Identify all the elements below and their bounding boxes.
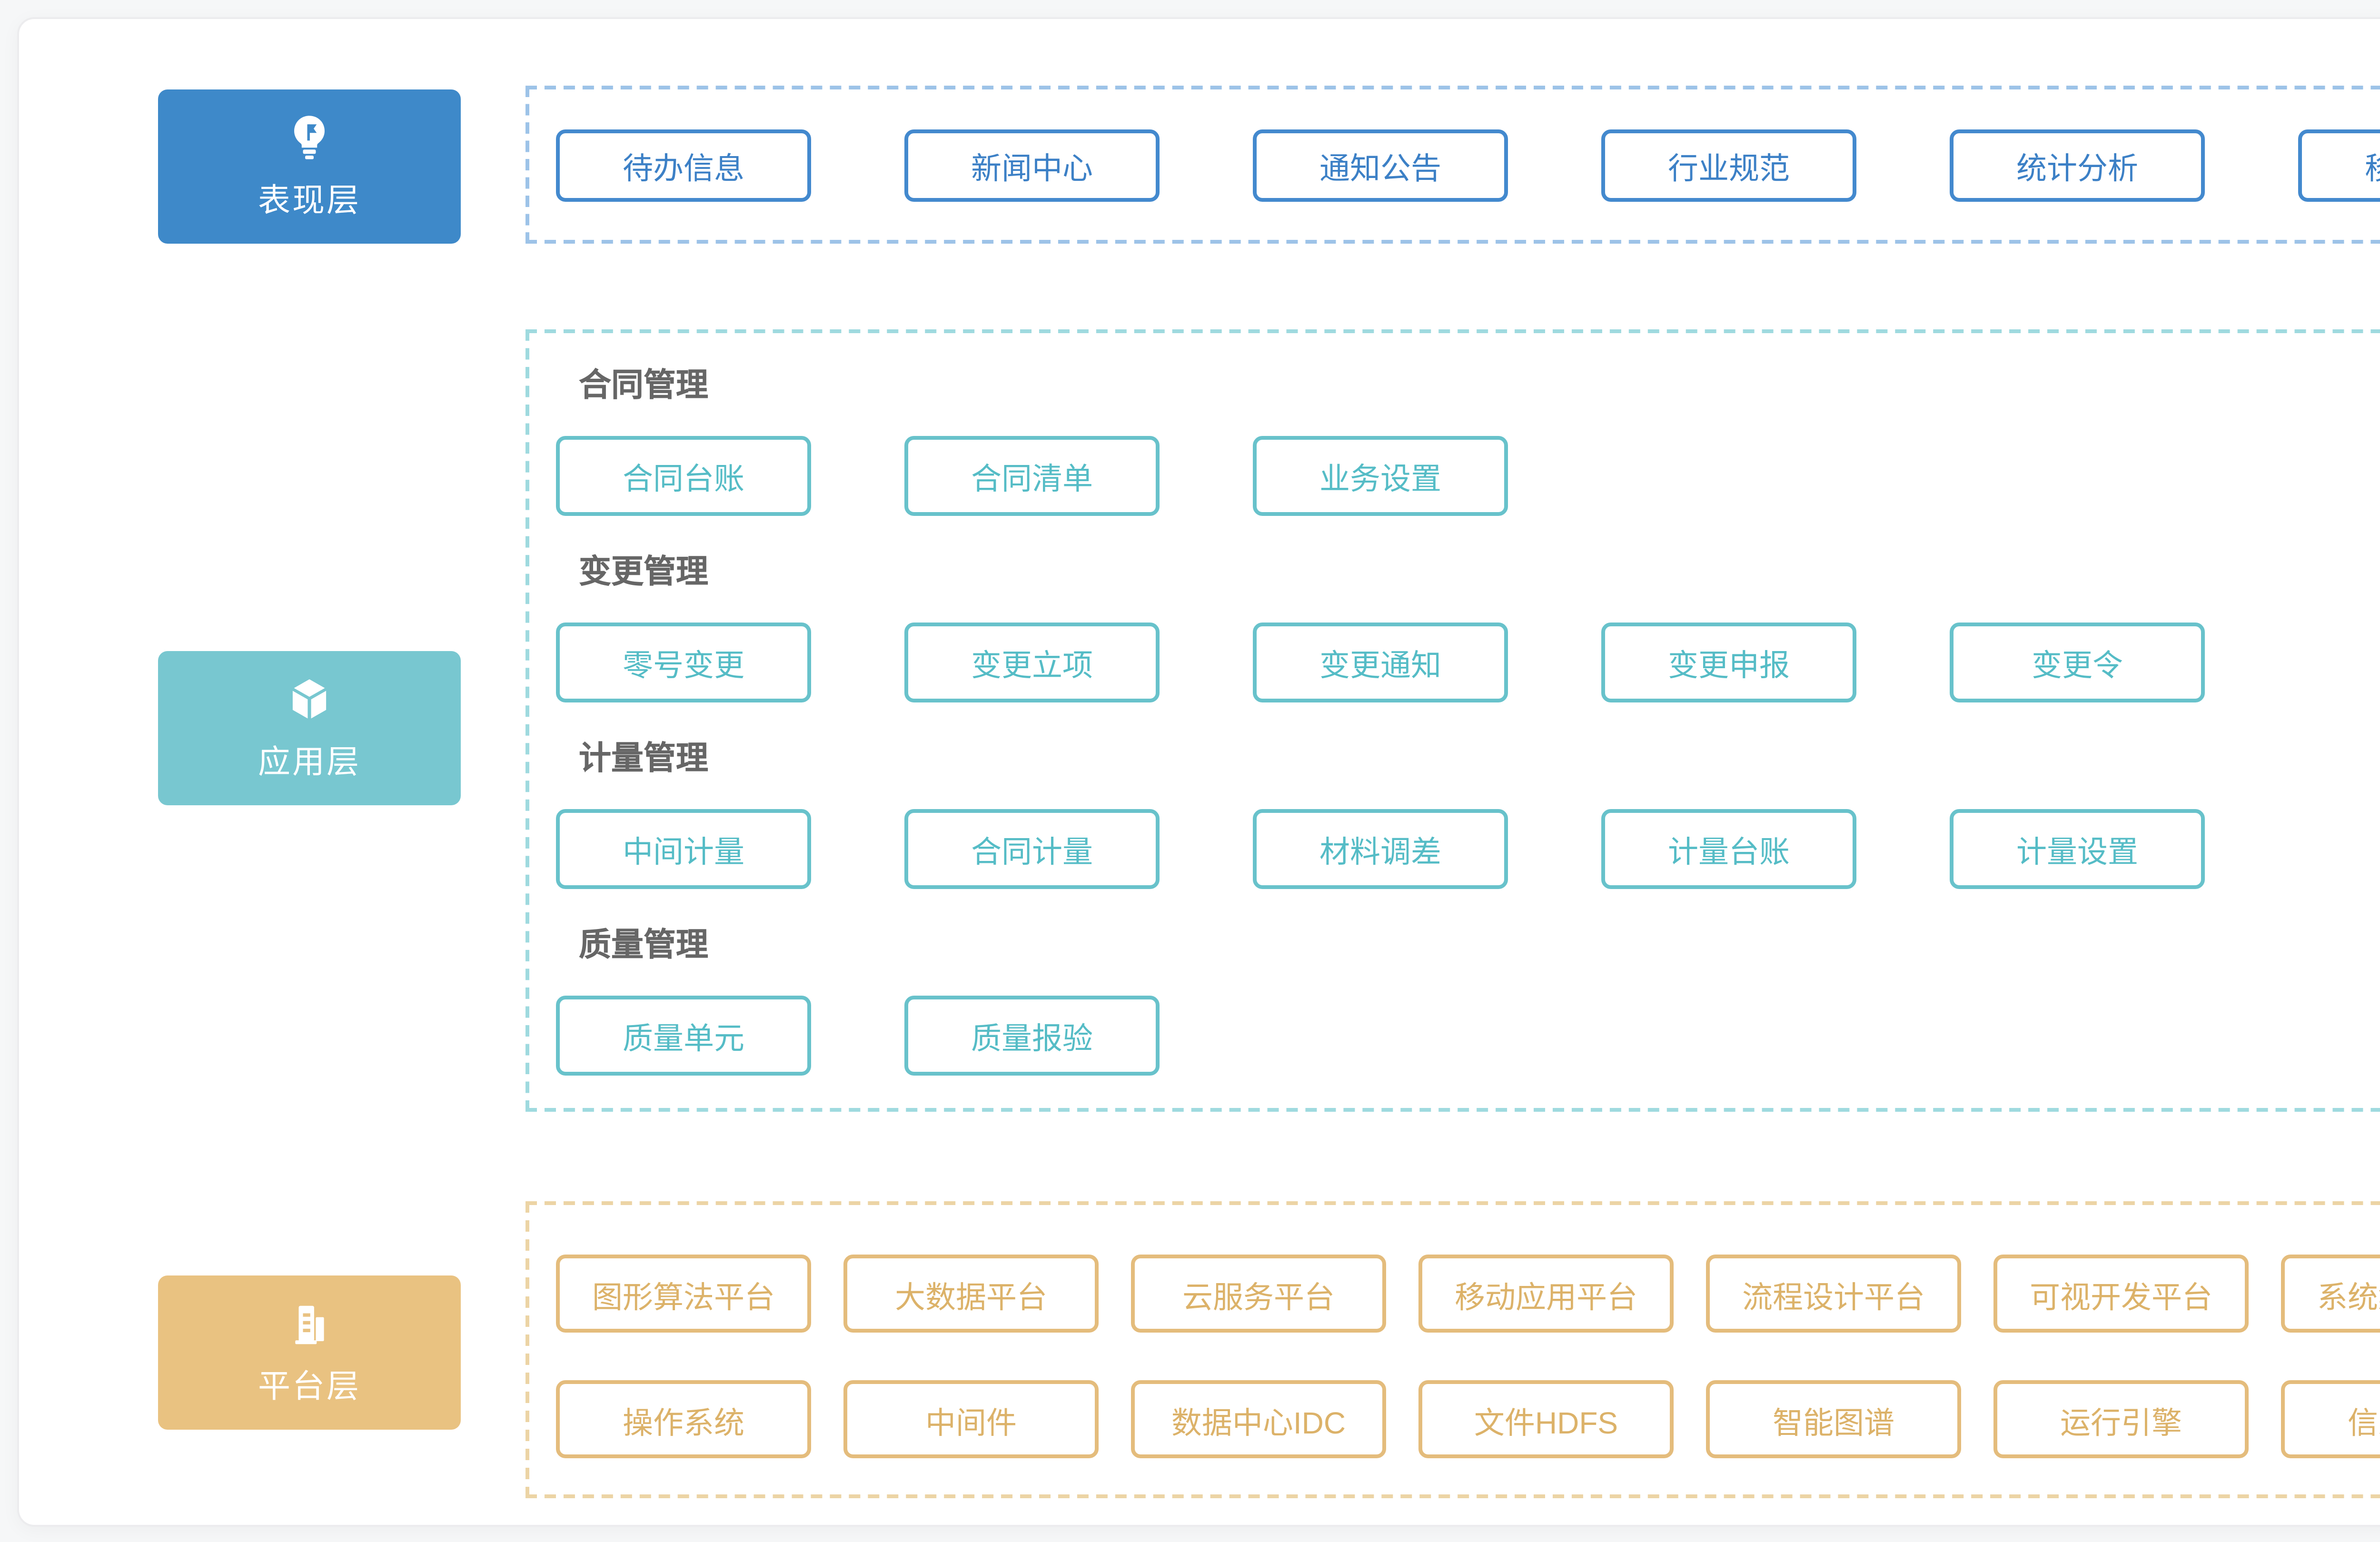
platform-module-button[interactable]: 图形算法平台: [556, 1255, 811, 1333]
platform-module-button[interactable]: 云服务平台: [1131, 1255, 1386, 1333]
platform-row-2: 操作系统 中间件 数据中心IDC 文件HDFS 智能图谱 运行引擎 信息安全: [556, 1380, 2380, 1458]
platform-module-button[interactable]: 文件HDFS: [1418, 1380, 1674, 1458]
application-module-button[interactable]: 质量单元: [556, 996, 811, 1076]
presentation-modules-container: 待办信息 新闻中心 通知公告 行业规范 统计分析 移动应用: [526, 86, 2380, 244]
diagram-card: 表现层 应用层 平台层: [17, 17, 2380, 1527]
presentation-module-button[interactable]: 通知公告: [1253, 128, 1508, 201]
lightbulb-icon: [294, 116, 325, 159]
application-module-button[interactable]: 变更通知: [1253, 623, 1508, 702]
application-module-button[interactable]: 变更申报: [1601, 623, 1856, 702]
group-title-change: 变更管理: [579, 554, 708, 590]
layer-badge-platform: 平台层: [158, 1275, 461, 1430]
platform-module-button[interactable]: 流程设计平台: [1706, 1255, 1961, 1333]
change-group-row: 零号变更 变更立项 变更通知 变更申报 变更令: [529, 623, 2380, 702]
application-module-button[interactable]: 中间计量: [556, 809, 811, 889]
platform-module-button[interactable]: 移动应用平台: [1418, 1255, 1674, 1333]
platform-module-button[interactable]: 可视开发平台: [1993, 1255, 2249, 1333]
buildings-icon: [295, 1305, 324, 1344]
platform-module-button[interactable]: 大数据平台: [843, 1255, 1099, 1333]
presentation-module-button[interactable]: 待办信息: [556, 128, 811, 201]
platform-module-button[interactable]: 智能图谱: [1706, 1380, 1961, 1458]
application-groups-container: 合同管理 合同台账 合同清单 业务设置 变更管理 零号变更 变更立项 变更通知: [526, 329, 2380, 1112]
layer-label-platform: 平台层: [258, 1369, 361, 1405]
layer-badge-presentation: 表现层: [158, 89, 461, 244]
application-module-button[interactable]: 变更令: [1950, 623, 2205, 702]
application-module-button[interactable]: 零号变更: [556, 623, 811, 702]
application-module-button[interactable]: 质量报验: [904, 996, 1160, 1076]
platform-module-button[interactable]: 信息安全: [2281, 1380, 2380, 1458]
application-module-button[interactable]: 计量设置: [1950, 809, 2205, 889]
layer-label-presentation: 表现层: [258, 183, 361, 219]
cube-icon: [292, 679, 327, 719]
group-title-quality: 质量管理: [579, 927, 708, 963]
platform-module-button[interactable]: 数据中心IDC: [1131, 1380, 1386, 1458]
platform-module-button[interactable]: 系统集成平台: [2281, 1255, 2380, 1333]
application-module-button[interactable]: 材料调差: [1253, 809, 1508, 889]
presentation-module-button[interactable]: 行业规范: [1601, 128, 1856, 201]
group-title-measurement: 计量管理: [579, 741, 708, 777]
application-module-button[interactable]: 合同台账: [556, 436, 811, 516]
application-module-button[interactable]: 计量台账: [1601, 809, 1856, 889]
layer-badge-application: 应用层: [158, 651, 461, 805]
application-module-button[interactable]: 变更立项: [904, 623, 1160, 702]
group-title-contract: 合同管理: [579, 367, 708, 404]
platform-modules-container: 图形算法平台 大数据平台 云服务平台 移动应用平台 流程设计平台 可视开发平台 …: [526, 1201, 2380, 1498]
platform-row-1: 图形算法平台 大数据平台 云服务平台 移动应用平台 流程设计平台 可视开发平台 …: [556, 1255, 2380, 1333]
layer-label-application: 应用层: [258, 744, 361, 781]
platform-module-button[interactable]: 运行引擎: [1993, 1380, 2249, 1458]
presentation-module-button[interactable]: 新闻中心: [904, 128, 1160, 201]
presentation-module-button[interactable]: 统计分析: [1950, 128, 2205, 201]
contract-group-row: 合同台账 合同清单 业务设置: [529, 436, 2380, 516]
platform-module-button[interactable]: 操作系统: [556, 1380, 811, 1458]
application-module-button[interactable]: 合同清单: [904, 436, 1160, 516]
platform-module-button[interactable]: 中间件: [843, 1380, 1099, 1458]
measurement-group-row: 中间计量 合同计量 材料调差 计量台账 计量设置: [529, 809, 2380, 889]
presentation-module-button[interactable]: 移动应用: [2298, 128, 2380, 201]
application-module-button[interactable]: 业务设置: [1253, 436, 1508, 516]
application-module-button[interactable]: 合同计量: [904, 809, 1160, 889]
quality-group-row: 质量单元 质量报验: [529, 996, 2380, 1076]
